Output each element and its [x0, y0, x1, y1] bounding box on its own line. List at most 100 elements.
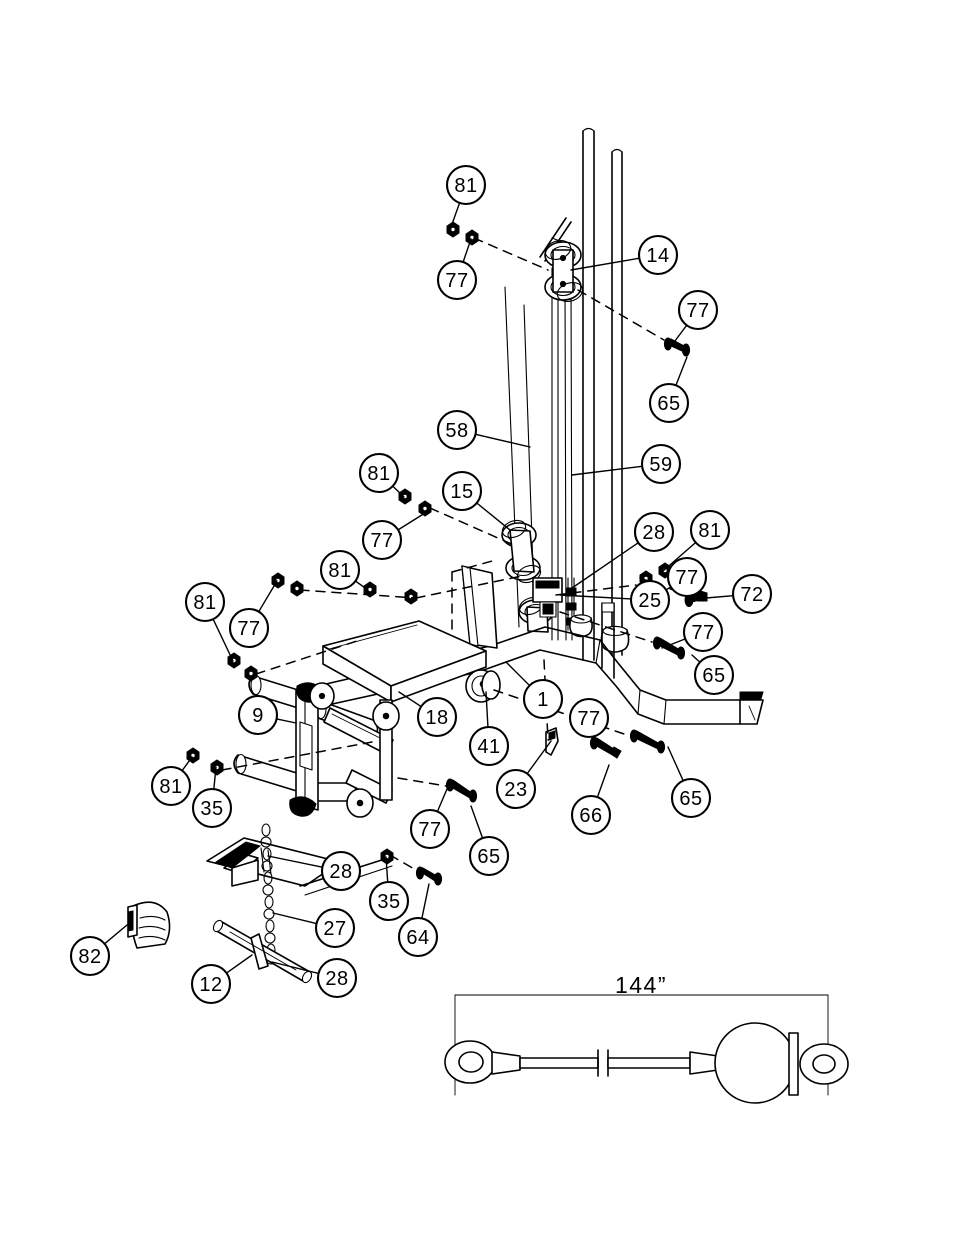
callout-number: 25	[638, 590, 661, 612]
bracket-23	[545, 727, 559, 756]
callout-bubble-9[interactable]: 9	[237, 694, 279, 736]
callout-circle	[633, 511, 675, 553]
callout-bubble-81[interactable]: 81	[689, 509, 731, 551]
callout-bubble-65[interactable]: 65	[468, 835, 510, 877]
callout-bubble-77[interactable]: 77	[409, 808, 451, 850]
callout-leader-77	[258, 580, 278, 613]
callout-leader-58	[474, 433, 531, 448]
callout-circle	[568, 697, 610, 739]
callout-bubble-64[interactable]: 64	[397, 916, 439, 958]
fastener-hardware	[186, 221, 708, 886]
callout-number: 35	[200, 798, 223, 820]
callout-number: 12	[199, 974, 222, 996]
callout-number: 28	[325, 968, 348, 990]
callout-bubble-65[interactable]: 65	[648, 382, 690, 424]
callout-circle	[184, 581, 226, 623]
callout-bubble-81[interactable]: 81	[319, 549, 361, 591]
callout-number: 35	[377, 891, 400, 913]
callout-number: 72	[740, 584, 763, 606]
callout-bubble-81[interactable]: 81	[150, 765, 192, 807]
callout-leader-59	[571, 465, 643, 476]
callout-bubble-81[interactable]: 81	[358, 452, 400, 494]
callout-leader-65	[470, 805, 484, 839]
callout-number: 81	[193, 592, 216, 614]
callout-number: 81	[159, 776, 182, 798]
callout-bubble-15[interactable]: 15	[441, 470, 483, 512]
callout-leader-lines	[103, 202, 734, 975]
callout-number: 77	[691, 622, 714, 644]
callout-bubble-66[interactable]: 66	[570, 794, 612, 836]
nut-81-e	[363, 581, 377, 598]
bolt-64	[415, 866, 443, 886]
callout-number: 77	[370, 530, 393, 552]
callout-leader-82	[103, 924, 128, 945]
callout-circle	[468, 725, 510, 767]
callout-leader-35	[385, 856, 389, 883]
callout-bubble-65[interactable]: 65	[693, 654, 735, 696]
callout-leader-72	[705, 594, 734, 599]
callout-number: 77	[418, 819, 441, 841]
nut-81-b	[465, 229, 479, 246]
callout-number: 14	[646, 245, 669, 267]
callout-bubble-28[interactable]: 28	[633, 511, 675, 553]
callout-number: 81	[328, 560, 351, 582]
callout-bubble-28[interactable]: 28	[316, 957, 358, 999]
callout-circle	[637, 234, 679, 276]
callout-bubble-59[interactable]: 59	[640, 443, 682, 485]
callout-bubble-77[interactable]: 77	[682, 611, 724, 653]
callout-bubble-23[interactable]: 23	[495, 768, 537, 810]
lower-frame-plate	[206, 823, 393, 965]
callout-leader-81	[450, 202, 461, 228]
callout-circle	[648, 382, 690, 424]
callout-bubble-72[interactable]: 72	[731, 573, 773, 615]
callout-bubble-35[interactable]: 35	[368, 880, 410, 922]
callout-bubble-77[interactable]: 77	[228, 607, 270, 649]
callout-leader-64	[421, 883, 430, 920]
callout-bubble-77[interactable]: 77	[361, 519, 403, 561]
callout-bubble-28[interactable]: 28	[320, 850, 362, 892]
callout-bubble-81[interactable]: 81	[184, 581, 226, 623]
callout-leader-35	[213, 766, 217, 790]
nut-81-l	[210, 759, 224, 776]
callout-bubble-82[interactable]: 82	[69, 935, 111, 977]
bolt-65-b	[652, 636, 686, 660]
top-pulley-assembly	[539, 217, 584, 303]
callout-leader-77	[436, 788, 448, 813]
callout-leader-81	[212, 618, 234, 662]
callout-bubble-77[interactable]: 77	[568, 697, 610, 739]
callout-circle	[316, 957, 358, 999]
guide-rod-group	[504, 127, 623, 661]
callout-bubble-77[interactable]: 77	[677, 289, 719, 331]
callout-bubble-25[interactable]: 25	[629, 579, 671, 621]
callout-number: 65	[702, 665, 725, 687]
callout-number: 66	[579, 805, 602, 827]
nut-81-d	[418, 500, 432, 517]
callout-bubble-12[interactable]: 12	[190, 963, 232, 1005]
callout-bubble-58[interactable]: 58	[436, 409, 478, 451]
callout-bubble-18[interactable]: 18	[416, 696, 458, 738]
callout-circle	[314, 907, 356, 949]
callout-bubble-35[interactable]: 35	[191, 787, 233, 829]
bolt-65-c	[629, 729, 666, 754]
callout-leader-12	[225, 954, 253, 974]
callout-bubble-65[interactable]: 65	[670, 777, 712, 819]
callout-bubble-14[interactable]: 14	[637, 234, 679, 276]
callout-bubble-1[interactable]: 1	[522, 678, 564, 720]
callout-bubble-27[interactable]: 27	[314, 907, 356, 949]
callout-circle	[693, 654, 735, 696]
callout-bubble-81[interactable]: 81	[445, 164, 487, 206]
callout-leader-9	[275, 718, 297, 724]
callout-leader-81	[662, 541, 697, 572]
mid-pulley-assembly	[501, 519, 554, 633]
callout-circle	[358, 452, 400, 494]
callout-leader-18	[398, 691, 422, 708]
callout-leader-81	[392, 485, 405, 498]
callout-leader-27	[272, 912, 318, 925]
callout-number: 15	[450, 481, 473, 503]
callout-circle	[629, 579, 671, 621]
callout-bubble-41[interactable]: 41	[468, 725, 510, 767]
callout-bubble-77[interactable]: 77	[666, 556, 708, 598]
callout-bubble-77[interactable]: 77	[436, 259, 478, 301]
callout-leader-1	[505, 661, 531, 687]
